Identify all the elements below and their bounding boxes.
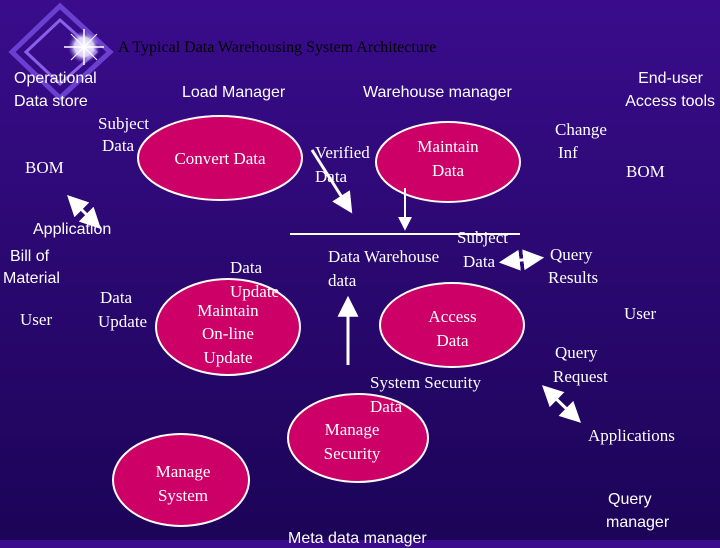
maintain-online-line3: Update: [203, 348, 253, 367]
data-update-mid-line2: Update: [230, 282, 280, 301]
subject-data-line1: Subject: [98, 114, 149, 133]
maintain-data-line2: Data: [431, 161, 465, 180]
system-security-line1: System Security: [370, 373, 481, 392]
bom-left-label: BOM: [25, 158, 64, 177]
data-warehouse-line1: Data Warehouse: [328, 247, 440, 266]
maintain-online-line1: Maintain: [197, 301, 259, 320]
query-manager-line1: Query: [608, 491, 652, 508]
data-update-left-line1: Data: [100, 288, 133, 307]
verified-data-line1: Verified: [315, 143, 370, 162]
data-update-mid-line1: Data: [230, 258, 263, 277]
access-data-oval: [379, 282, 525, 368]
warehouse-manager-label: Warehouse manager: [363, 84, 512, 101]
manage-security-line1: Manage: [324, 420, 380, 439]
query-manager-line2: manager: [606, 514, 670, 531]
convert-data-label: Convert Data: [174, 149, 266, 168]
operational-label-line1: Operational: [14, 70, 97, 87]
subject-data-line2: Data: [102, 136, 135, 155]
query-request-line1: Query: [555, 343, 598, 362]
query-request-line2: Request: [553, 367, 608, 386]
applications-label: Applications: [588, 426, 675, 445]
arrow-warehouse-query: [498, 249, 545, 271]
manage-security-oval: [287, 393, 429, 483]
bill-of-material-line2: Material: [3, 270, 60, 287]
change-info-line2: Inf: [558, 143, 578, 162]
manage-system-line2: System: [157, 486, 209, 505]
subject-data-right-line2: Data: [463, 252, 496, 271]
arrow-verified-warehouse: [310, 149, 353, 214]
end-user-label-line2: Access tools: [625, 93, 715, 110]
warehouse-connector: [290, 188, 520, 235]
maintain-online-oval: [155, 278, 301, 376]
application-label: Application: [33, 221, 112, 238]
data-update-left-line2: Update: [98, 312, 148, 331]
query-results-line1: Query: [550, 245, 593, 264]
load-manager-label: Load Manager: [182, 84, 286, 101]
bill-of-material-line1: Bill of: [10, 248, 50, 265]
user-right-label: User: [624, 304, 657, 323]
change-info-line1: Change: [555, 120, 607, 139]
verified-data-line2: Data: [315, 167, 348, 186]
subject-data-right-line1: Subject: [457, 228, 508, 247]
operational-label-line2: Data store: [14, 93, 88, 110]
bom-right-label: BOM: [626, 162, 665, 181]
arrow-application-bom: [67, 195, 101, 229]
convert-data-oval: [137, 115, 303, 201]
access-data-line2: Data: [436, 331, 469, 350]
access-data-line1: Access: [428, 307, 477, 326]
data-warehouse-line2: data: [328, 271, 357, 290]
end-user-label-line1: End-user: [638, 70, 703, 87]
system-security-line2: Data: [370, 397, 403, 416]
manage-system-oval: [112, 433, 250, 527]
manage-system-line1: Manage: [155, 462, 211, 481]
manage-security-line2: Security: [323, 444, 381, 463]
diagram-title: A Typical Data Warehousing System Archit…: [118, 39, 437, 56]
maintain-data-line1: Maintain: [417, 137, 479, 156]
maintain-online-line2: On-line: [202, 324, 254, 343]
arrow-request-applications: [541, 385, 582, 423]
meta-data-manager-label: Meta data manager: [288, 530, 427, 547]
logo-diamond: [8, 2, 114, 102]
maintain-data-oval: [375, 121, 521, 203]
query-results-line2: Results: [548, 268, 599, 287]
user-left-label: User: [20, 310, 53, 329]
